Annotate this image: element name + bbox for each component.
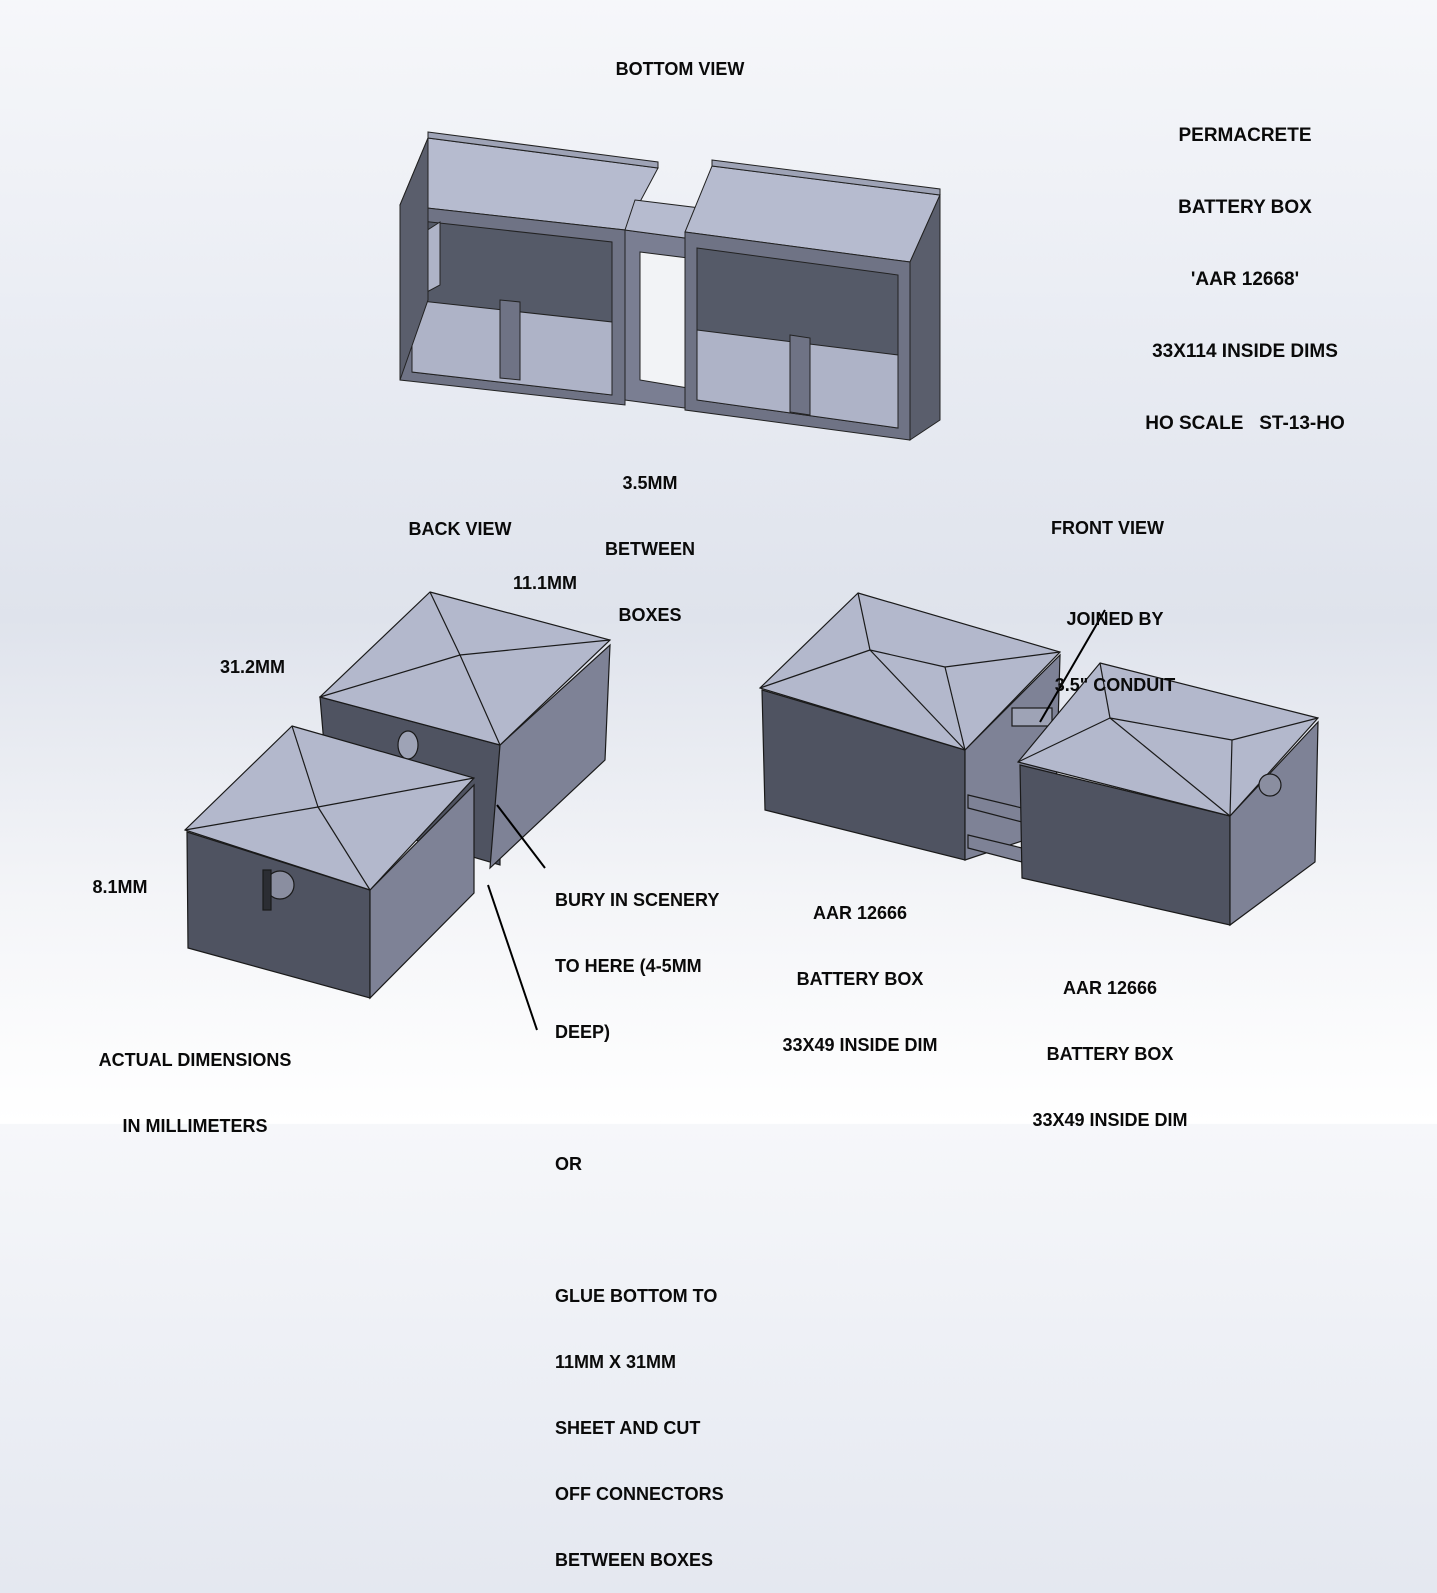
units-note: ACTUAL DIMENSIONS IN MILLIMETERS xyxy=(85,1005,305,1159)
dimension-length: 31.2MM xyxy=(219,657,286,677)
mounting-instructions: BURY IN SCENERY TO HERE (4-5MM DEEP) OR … xyxy=(555,845,724,1593)
instruction-line: BURY IN SCENERY xyxy=(555,890,720,910)
instruction-line: GLUE BOTTOM TO xyxy=(555,1286,718,1306)
instruction-line: BETWEEN BOXES xyxy=(555,1550,714,1570)
right-box-label: AAR 12666 BATTERY BOX 33X49 INSIDE DIM xyxy=(1020,933,1200,1153)
conduit-note-line-2: 3.5" CONDUIT xyxy=(1054,675,1176,695)
instruction-line: OFF CONNECTORS xyxy=(555,1484,724,1504)
front-view-model xyxy=(758,592,1320,927)
title-line-1: PERMACRETE xyxy=(1178,125,1312,146)
bottom-view-heading: BOTTOM VIEW xyxy=(615,59,745,79)
units-note-line-1: ACTUAL DIMENSIONS xyxy=(98,1050,292,1070)
back-view-model xyxy=(183,591,612,1031)
title-line-4: 33X114 INSIDE DIMS xyxy=(1152,341,1338,362)
instruction-line: DEEP) xyxy=(555,1022,611,1042)
cad-drawing xyxy=(183,131,1320,1031)
gap-note-line-3: BOXES xyxy=(618,605,682,625)
back-view-heading: BACK VIEW xyxy=(408,519,512,539)
title-block: PERMACRETE BATTERY BOX 'AAR 12668' 33X11… xyxy=(1130,76,1360,460)
conduit-note: JOINED BY 3.5" CONDUIT xyxy=(1040,564,1190,718)
left-box-line-1: AAR 12666 xyxy=(812,903,908,923)
instruction-line: TO HERE (4-5MM xyxy=(555,956,702,976)
right-box-line-1: AAR 12666 xyxy=(1062,978,1158,998)
dimension-height: 8.1MM xyxy=(92,877,148,897)
title-line-3: 'AAR 12668' xyxy=(1190,269,1300,290)
left-box-label: AAR 12666 BATTERY BOX 33X49 INSIDE DIM xyxy=(780,858,940,1078)
instruction-line: 11MM X 31MM xyxy=(555,1352,677,1372)
bottom-view-model xyxy=(399,131,941,441)
title-line-5: HO SCALE ST-13-HO xyxy=(1145,413,1345,434)
right-box-line-3: 33X49 INSIDE DIM xyxy=(1032,1110,1188,1130)
instruction-line: OR xyxy=(555,1154,582,1174)
right-box-line-2: BATTERY BOX xyxy=(1046,1044,1174,1064)
front-view-heading: FRONT VIEW xyxy=(1051,518,1164,538)
left-box-line-3: 33X49 INSIDE DIM xyxy=(782,1035,938,1055)
title-line-2: BATTERY BOX xyxy=(1178,197,1312,218)
units-note-line-2: IN MILLIMETERS xyxy=(122,1116,268,1136)
gap-note: 3.5MM BETWEEN BOXES xyxy=(580,428,720,648)
conduit-note-line-1: JOINED BY xyxy=(1066,609,1164,629)
instruction-line: SHEET AND CUT xyxy=(555,1418,701,1438)
left-box-line-2: BATTERY BOX xyxy=(796,969,924,989)
dimension-width: 11.1MM xyxy=(512,573,578,593)
gap-note-line-2: BETWEEN xyxy=(605,539,695,559)
gap-note-line-1: 3.5MM xyxy=(622,473,678,493)
